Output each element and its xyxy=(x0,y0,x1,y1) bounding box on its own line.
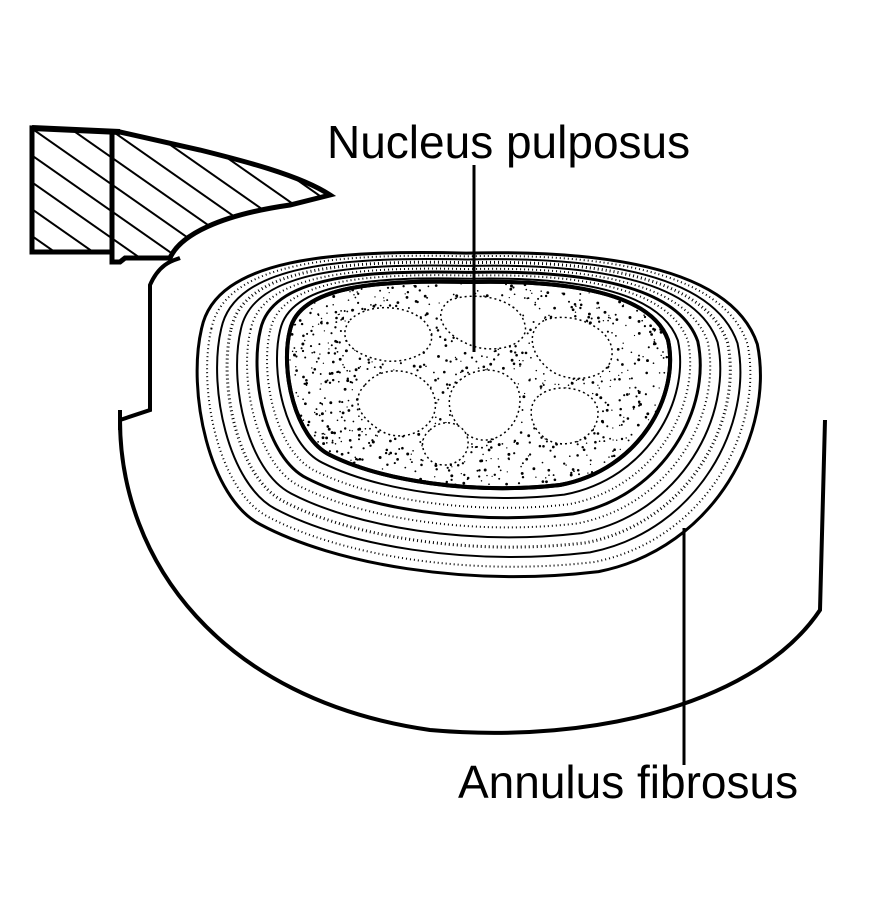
cut-section-hatched xyxy=(32,128,330,262)
annulus-fibrosus-label: Annulus fibrosus xyxy=(458,756,798,808)
nucleus-pulposus-label: Nucleus pulposus xyxy=(327,116,690,168)
nucleus-region xyxy=(284,279,676,491)
